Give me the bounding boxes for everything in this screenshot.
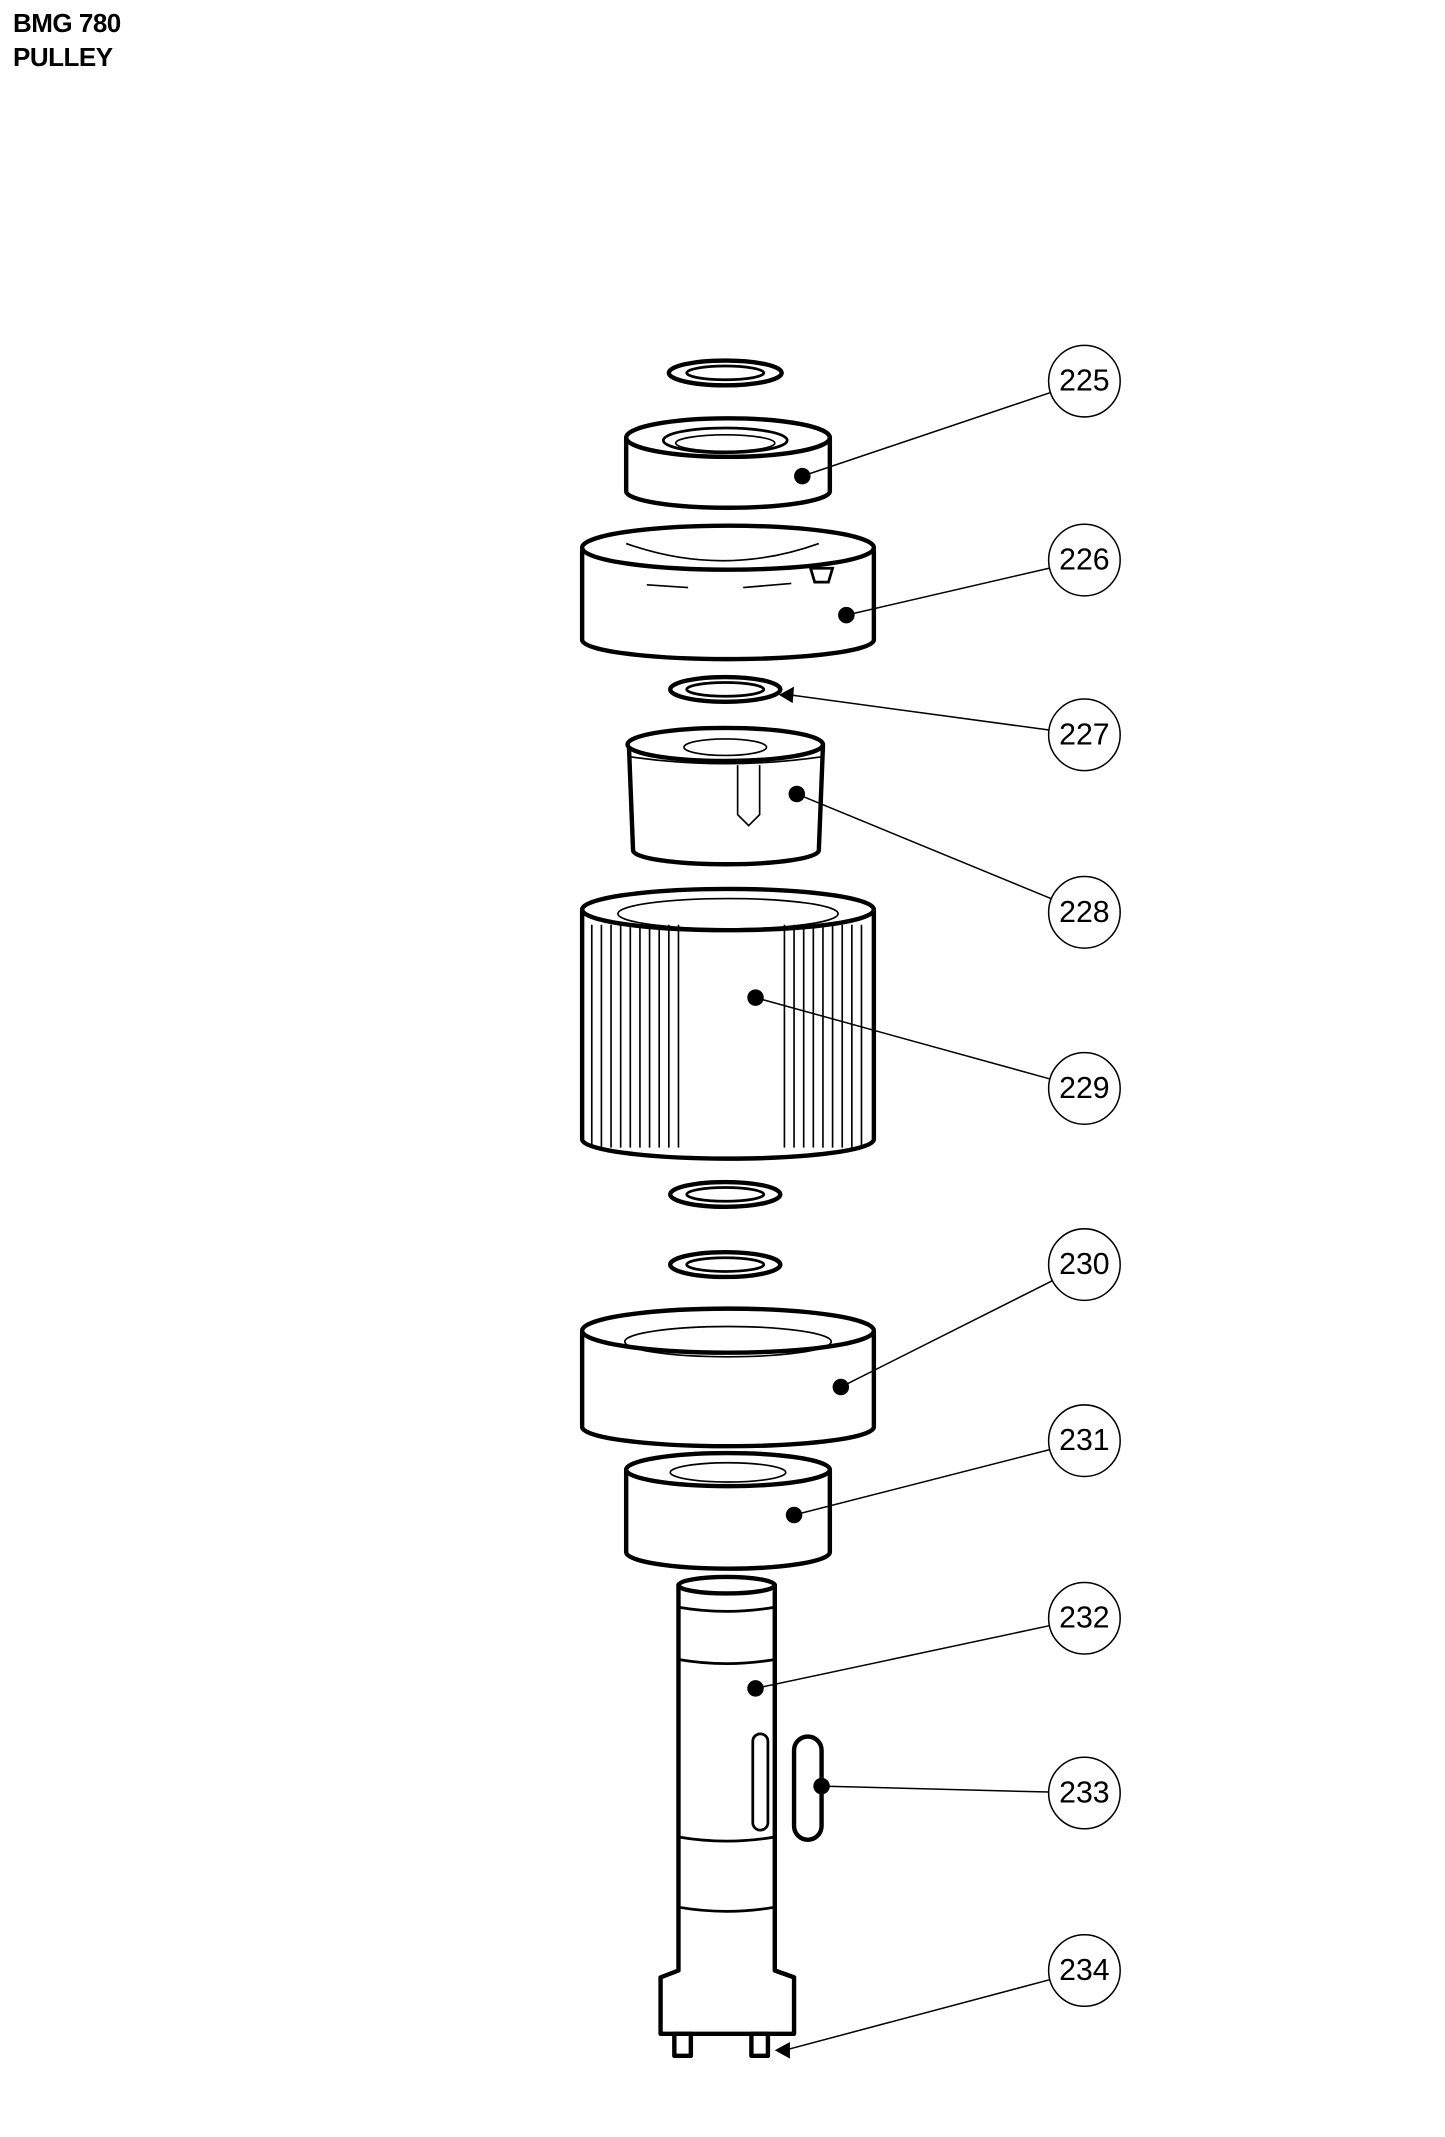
part-number: 230 (1059, 1248, 1110, 1281)
callout-229[interactable]: 229 (747, 989, 1121, 1125)
leader-line (821, 1785, 1049, 1793)
leader-line (802, 391, 1051, 477)
callout-circle (1047, 1581, 1121, 1655)
leader-line (784, 1978, 1051, 2052)
part-number: 225 (1059, 365, 1110, 398)
part-number: 231 (1059, 1424, 1110, 1457)
callout-circle (1047, 1051, 1121, 1125)
callout-circle (1047, 523, 1121, 597)
leader-dot (832, 1378, 850, 1396)
callout-234[interactable]: 234 (784, 1933, 1121, 2052)
leader-line (840, 1279, 1053, 1388)
callout-circle (1047, 1756, 1121, 1830)
leader-line (755, 996, 1051, 1080)
leader-dot (788, 785, 806, 803)
callout-232[interactable]: 232 (747, 1581, 1121, 1697)
leader-line (846, 567, 1050, 616)
snap-ring-top (666, 358, 784, 388)
leader-line (755, 1624, 1050, 1690)
leader-line (793, 1448, 1050, 1516)
part-number: 229 (1059, 1072, 1110, 1105)
callout-227[interactable]: 227 (789, 694, 1121, 772)
part-226-housing (579, 523, 877, 662)
callout-circle (1047, 344, 1121, 418)
callout-circle (1047, 1228, 1121, 1302)
leader-dot (794, 467, 811, 485)
callout-226[interactable]: 226 (838, 523, 1121, 624)
callout-circle (1047, 698, 1121, 772)
model-title: BMG 780 (13, 8, 121, 38)
leader-dot (747, 1680, 764, 1697)
callout-230[interactable]: 230 (832, 1228, 1121, 1396)
leader-dot (747, 989, 764, 1006)
callout-circle (1047, 875, 1121, 949)
part-228-hub (625, 725, 826, 867)
part-number: 233 (1059, 1776, 1110, 1809)
part-227-retaining-ring (668, 674, 795, 704)
leader-dot (813, 1777, 830, 1795)
snap-ring-lower (668, 1250, 783, 1280)
leader-line (789, 694, 1050, 731)
leader-line (796, 793, 1052, 900)
callout-225[interactable]: 225 (794, 344, 1121, 485)
callout-231[interactable]: 231 (785, 1404, 1121, 1524)
callout-circle (1047, 1933, 1121, 2008)
part-225-bearing (623, 416, 833, 510)
part-number: 227 (1059, 718, 1110, 751)
part-number: 232 (1059, 1602, 1110, 1635)
part-number: 234 (1059, 1954, 1110, 1987)
leader-dot (785, 1506, 803, 1524)
part-number: 228 (1059, 896, 1110, 929)
leader-dot (838, 606, 855, 624)
callout-circle (1047, 1404, 1121, 1478)
snap-ring-middle (668, 1179, 783, 1209)
callout-233[interactable]: 233 (813, 1756, 1121, 1830)
section-title: PULLEY (13, 42, 113, 72)
part-232-shaft (658, 1574, 797, 2059)
part-number: 226 (1059, 544, 1110, 577)
callout-228[interactable]: 228 (788, 785, 1121, 949)
part-229-pulley-drum (579, 886, 877, 1161)
part-230-housing (579, 1306, 877, 1449)
part-231-bearing (623, 1450, 833, 1571)
